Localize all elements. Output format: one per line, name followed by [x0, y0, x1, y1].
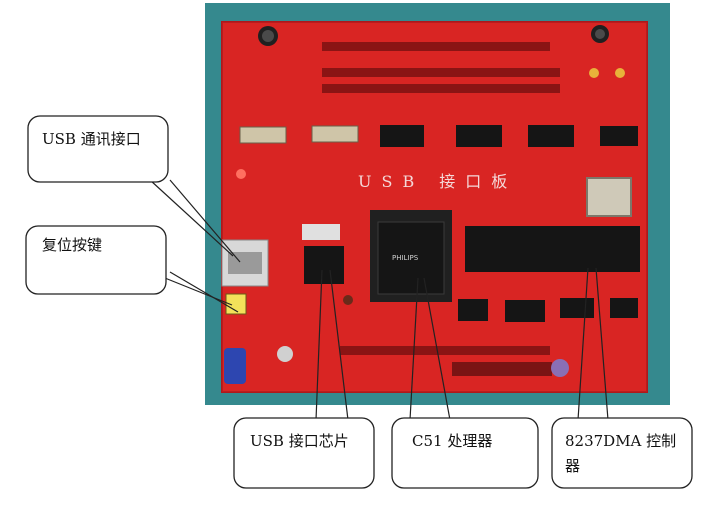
pcb-board-sheen [222, 22, 647, 392]
usb-interface-chip [304, 246, 344, 284]
pcb-board [221, 21, 648, 393]
callout-pointer-dma [577, 267, 609, 421]
callout-box-usb-comm-port [27, 115, 169, 183]
callout-box-c51-processor [391, 417, 539, 489]
dma-8237-chip [465, 226, 640, 272]
capacitor-brown [343, 295, 353, 305]
callout-label-dma-controller: 8237DMA 控制器 [565, 432, 677, 475]
ic-small-2 [456, 125, 502, 147]
pin-header-row-2 [322, 68, 560, 77]
led-1 [589, 68, 599, 78]
c51-processor-chip [377, 221, 445, 295]
pin-header-row-3 [322, 84, 560, 93]
callout-label-reset-key: 复位按键 [42, 236, 103, 254]
resistor-pack-1 [239, 126, 287, 144]
usb-chip-socket [302, 224, 340, 240]
ic-small-4 [600, 126, 638, 146]
pin-header-bottom [340, 346, 550, 355]
chip-marking-philips: PHILIPS [392, 254, 419, 262]
callout-label-c51-processor: C51 处理器 [412, 432, 493, 450]
callout-label-usb-interface-chip: USB 接口芯片 [250, 432, 349, 450]
ic-lower-3 [560, 298, 594, 318]
pin-header-bottom-2 [452, 362, 552, 376]
ic-small-1 [380, 125, 424, 147]
pin-header-row-1 [322, 42, 550, 51]
resistor-pack-2 [311, 125, 359, 143]
capacitor-purple [551, 359, 569, 377]
capacitor-small [277, 346, 293, 362]
capacitor-blue [224, 348, 246, 384]
ic-lower-2 [505, 300, 545, 322]
callout-pointer-usb-chip [315, 269, 349, 421]
callout-pointer-usb [149, 179, 241, 263]
ic-lower-4 [610, 298, 638, 318]
capacitor-top-left [258, 26, 278, 46]
capacitor-top-right [591, 25, 609, 43]
red-led [236, 169, 246, 179]
ic-small-3 [528, 125, 574, 147]
board-silkscreen-title: USB 接口板 [358, 172, 518, 191]
callout-box-reset-key [25, 225, 167, 295]
callout-box-dma-controller [551, 417, 693, 489]
callout-label-usb-comm-port: USB 通讯接口 [42, 130, 141, 148]
callout-box-usb-interface-chip [233, 417, 375, 489]
ic-lower-1 [458, 299, 488, 321]
crystal-oscillator [586, 177, 632, 217]
led-2 [615, 68, 625, 78]
reset-button [225, 293, 247, 315]
callout-pointer-c51 [409, 277, 451, 421]
